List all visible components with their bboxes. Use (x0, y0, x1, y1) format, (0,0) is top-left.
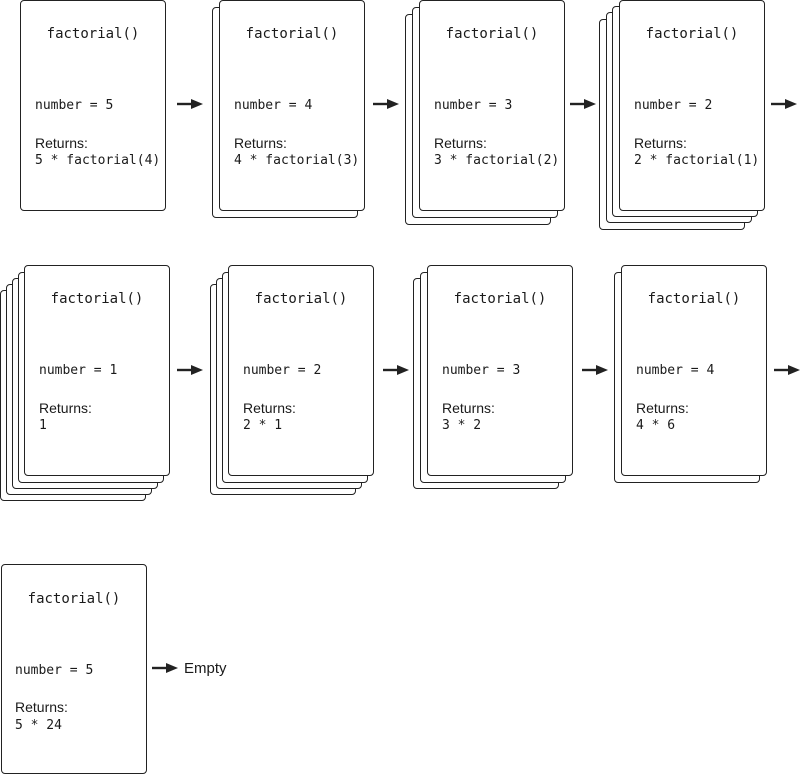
stack-card-top: factorial() number = 3 Returns: 3 * 2 (427, 265, 573, 476)
stack-card-top: factorial() number = 2 Returns: 2 * fact… (619, 0, 765, 211)
function-name: factorial() (453, 291, 547, 307)
arrow-right-icon (177, 99, 203, 109)
stack-frame-7: factorial() number = 3 Returns: 3 * 2 (413, 265, 575, 489)
returns-label: Returns: (39, 400, 92, 416)
stack-card-top: factorial() number = 4 Returns: 4 * fact… (219, 0, 365, 211)
stack-frame-5: factorial() number = 1 Returns: 1 (0, 265, 172, 501)
returns-value: 2 * factorial(1) (634, 153, 760, 168)
returns-value: 3 * factorial(2) (434, 153, 560, 168)
local-variable: number = 3 (442, 363, 521, 378)
function-name: factorial() (27, 591, 121, 607)
arrow-right-icon (152, 663, 178, 673)
returns-label: Returns: (634, 135, 687, 151)
stack-card-top: factorial() number = 4 Returns: 4 * 6 (621, 265, 767, 476)
returns-label: Returns: (442, 400, 495, 416)
function-name: factorial() (254, 291, 348, 307)
stack-card-top: factorial() number = 5 Returns: 5 * fact… (20, 0, 166, 211)
local-variable: number = 2 (634, 98, 713, 113)
function-name: factorial() (647, 291, 741, 307)
stack-card-top: factorial() number = 5 Returns: 5 * 24 (1, 564, 147, 774)
returns-label: Returns: (35, 135, 88, 151)
arrow-right-icon (771, 99, 797, 109)
returns-value: 4 * 6 (636, 418, 676, 433)
stack-card-top: factorial() number = 3 Returns: 3 * fact… (419, 0, 565, 211)
stack-frame-3: factorial() number = 3 Returns: 3 * fact… (405, 0, 565, 225)
returns-value: 3 * 2 (442, 418, 482, 433)
local-variable: number = 4 (636, 363, 715, 378)
returns-value: 1 (39, 418, 47, 433)
stack-frame-1: factorial() number = 5 Returns: 5 * fact… (20, 0, 166, 211)
local-variable: number = 3 (434, 98, 513, 113)
function-name: factorial() (46, 26, 140, 42)
stack-frame-6: factorial() number = 2 Returns: 2 * 1 (210, 265, 376, 495)
arrow-right-icon (373, 99, 399, 109)
stack-frame-8: factorial() number = 4 Returns: 4 * 6 (614, 265, 768, 483)
returns-label: Returns: (15, 699, 68, 715)
arrow-right-icon (582, 365, 608, 375)
arrow-right-icon (383, 365, 409, 375)
local-variable: number = 4 (234, 98, 313, 113)
returns-value: 4 * factorial(3) (234, 153, 360, 168)
returns-label: Returns: (636, 400, 689, 416)
function-name: factorial() (445, 26, 539, 42)
local-variable: number = 1 (39, 363, 118, 378)
arrow-right-icon (177, 365, 203, 375)
function-name: factorial() (645, 26, 739, 42)
function-name: factorial() (50, 291, 144, 307)
returns-value: 2 * 1 (243, 418, 283, 433)
returns-value: 5 * factorial(4) (35, 153, 161, 168)
stack-frame-4: factorial() number = 2 Returns: 2 * fact… (599, 0, 766, 230)
arrow-right-icon (570, 99, 596, 109)
function-name: factorial() (245, 26, 339, 42)
stack-frame-9: factorial() number = 5 Returns: 5 * 24 (1, 564, 147, 775)
local-variable: number = 2 (243, 363, 322, 378)
stack-frame-2: factorial() number = 4 Returns: 4 * fact… (212, 0, 365, 218)
local-variable: number = 5 (15, 663, 94, 678)
arrow-right-icon (774, 365, 800, 375)
returns-label: Returns: (243, 400, 296, 416)
stack-card-top: factorial() number = 1 Returns: 1 (24, 265, 170, 476)
local-variable: number = 5 (35, 98, 114, 113)
returns-label: Returns: (234, 135, 287, 151)
stack-card-top: factorial() number = 2 Returns: 2 * 1 (228, 265, 374, 476)
empty-stack-label: Empty (184, 660, 227, 677)
returns-label: Returns: (434, 135, 487, 151)
returns-value: 5 * 24 (15, 718, 62, 733)
